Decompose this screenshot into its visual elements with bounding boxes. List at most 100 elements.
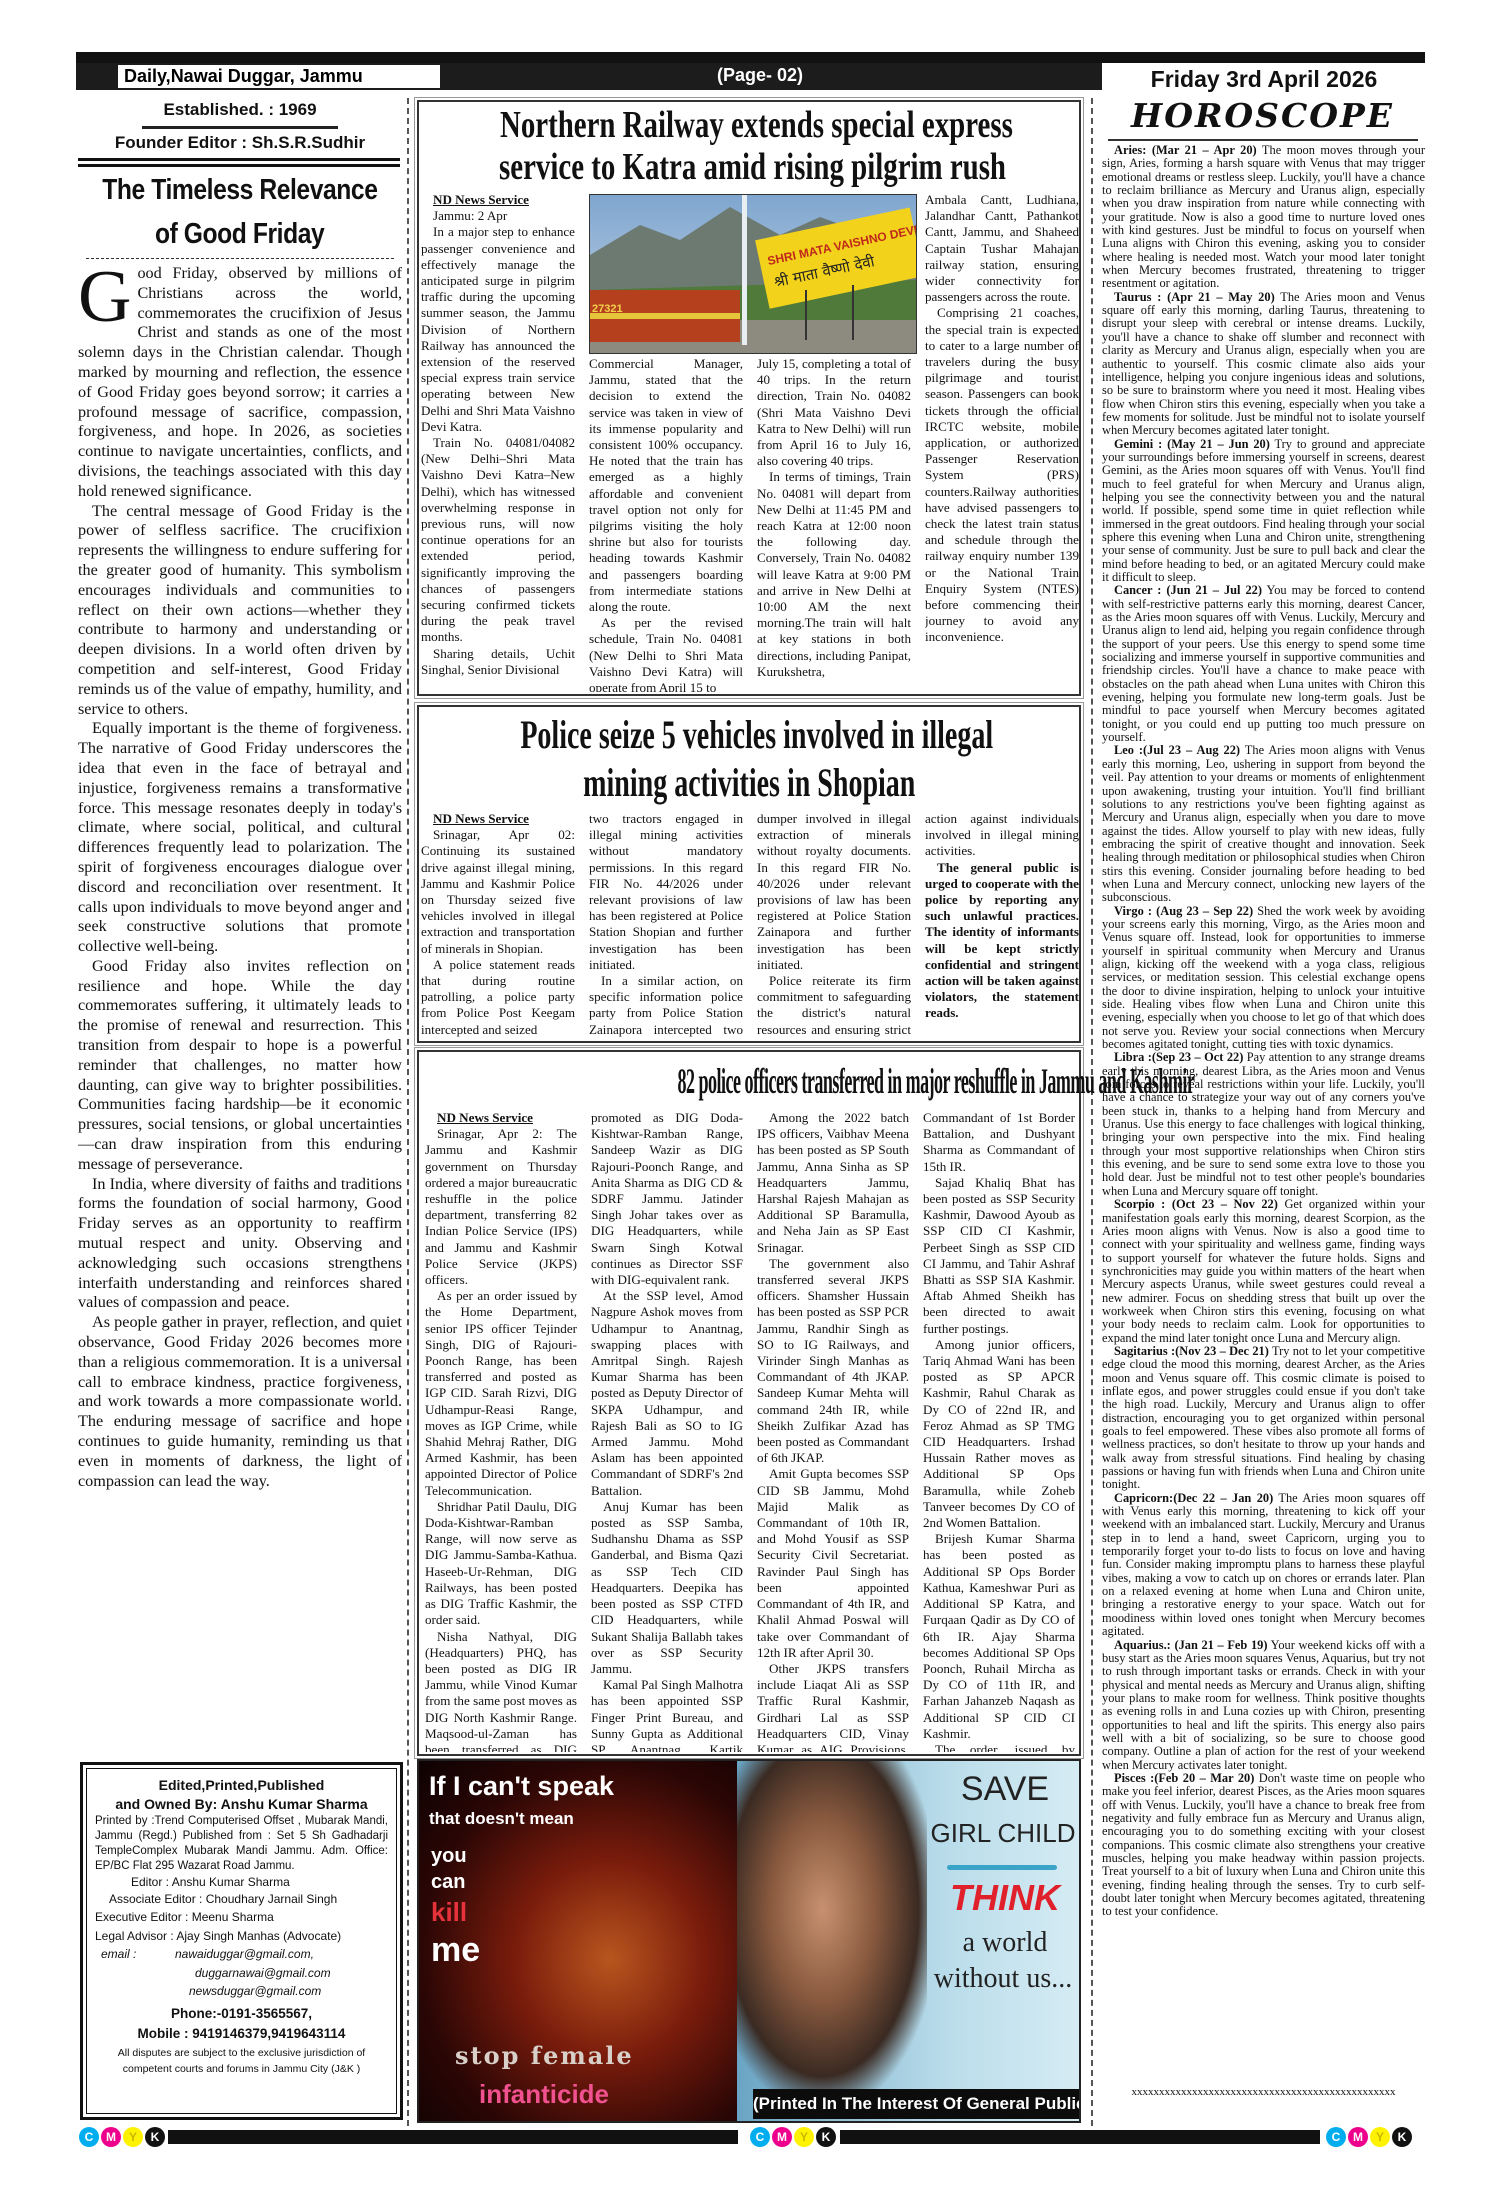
divider <box>1108 139 1418 141</box>
ad-text: me <box>431 1931 481 1969</box>
paragraph: In terms of timings, Train No. 04081 wil… <box>757 469 911 679</box>
paragraph: Among junior officers, Tariq Ahmad Wani … <box>923 1336 1075 1531</box>
public-service-advertisement: If I can't speak that doesn't mean you c… <box>417 1759 1081 2123</box>
paragraph: Kamal Pal Singh Malhotra has been appoin… <box>591 1677 743 1752</box>
black-mark: K <box>816 2127 836 2147</box>
imprint-published: Edited,Printed,Published <box>158 1777 325 1793</box>
established-year: Established. : 1969 <box>163 100 317 119</box>
train-station-image: 27321 SHRI MATA VAISHNO DEVI श्री माता व… <box>590 195 916 353</box>
paragraph: action against individuals involved in i… <box>925 811 1079 859</box>
imprint-phone: Phone:-0191-3565567, <box>170 2005 313 2021</box>
paragraph: The government also transferred several … <box>757 1255 909 1466</box>
paragraph: Good Friday also invites reflection on r… <box>78 956 402 1173</box>
zodiac-sign: Cancer : (Jun 21 – Jul 22) <box>1114 583 1262 598</box>
transfer-headline: 82 police officers transferred in major … <box>419 1058 1194 1104</box>
imprint-mobile: Mobile : 9419146379,9419643114 <box>137 2026 346 2041</box>
email-link[interactable]: newsduggar@gmail.com <box>189 1984 322 1998</box>
railway-headline-line2: service to Katra amid rising pilgrim rus… <box>499 146 1007 188</box>
paragraph: Anuj Kumar has been posted as SSP Samba,… <box>591 1498 743 1676</box>
horoscope-entry: Aries: (Mar 21 – Apr 20) The moon moves … <box>1102 144 1425 291</box>
horoscope-text: The Aries moon and Venus square off earl… <box>1102 289 1425 438</box>
ad-text: without us... <box>933 1963 1073 1994</box>
paragraph: promoted as DIG Doda-Kishtwar-Ramban Ran… <box>591 1110 743 1288</box>
ad-text: can <box>431 1871 466 1893</box>
zodiac-sign: Leo :(Jul 23 – Aug 22) <box>1114 743 1241 758</box>
email-label: email : <box>101 1947 137 1961</box>
magenta-mark: M <box>772 2127 792 2147</box>
horoscope-text: Don't waste time on people who make you … <box>1102 1770 1425 1919</box>
divider <box>78 158 400 161</box>
paragraph: Good Friday, observed by millions of Chr… <box>78 264 402 500</box>
magenta-mark: M <box>1348 2127 1368 2147</box>
police-headline-line1: Police seize 5 vehicles involved in ille… <box>520 712 994 757</box>
horoscope-entry: Capricorn:(Dec 22 – Jan 20) The Aries mo… <box>1102 1490 1425 1639</box>
railway-headline: Northern Railway extends special express… <box>419 104 1079 188</box>
infanticide-ad-panel: If I can't speak that doesn't mean you c… <box>419 1761 737 2121</box>
footer-rule <box>168 2130 738 2144</box>
issue-date: Friday 3rd April 2026 <box>1150 66 1378 92</box>
paragraph: Commandant of 1st Border Battalion, and … <box>923 1110 1075 1174</box>
horoscope-text: The Aries moon aligns with Venus early t… <box>1102 743 1425 905</box>
zodiac-sign: Libra :(Sep 23 – Oct 22) <box>1114 1050 1244 1065</box>
founder-editor: Founder Editor : Sh.S.R.Sudhir <box>114 133 366 152</box>
horoscope-entry: Taurus : (Apr 21 – May 20) The Aries moo… <box>1102 289 1425 438</box>
imprint-disputes: All disputes are subject to the exclusiv… <box>117 2046 366 2075</box>
ad-text: stop female <box>455 2041 634 2070</box>
police-body: ND News Service Srinagar, Apr 02: Contin… <box>421 811 1079 1039</box>
imprint-editor: Editor : Anshu Kumar Sharma <box>131 1875 290 1889</box>
paragraph: dumper involved in illegal extraction of… <box>757 811 911 972</box>
ad-footer: (Printed In The Interest Of General Publ… <box>753 2089 1079 2119</box>
horoscope-entry: Aquarius.: (Jan 21 – Feb 19) Your weeken… <box>1102 1638 1425 1772</box>
paragraph: As per the revised schedule, Train No. 0… <box>589 615 743 692</box>
transfer-headline-text: 82 police officers transferred in major … <box>677 1061 1195 1101</box>
horoscope-text: Try to ground and appreciate your surrou… <box>1102 436 1425 584</box>
zodiac-sign: Pisces :(Feb 20 – Mar 20) <box>1114 1770 1255 1785</box>
cyan-mark: C <box>750 2127 770 2147</box>
dateline: Jammu: 2 Apr <box>433 208 508 224</box>
editorial-headline-line1: The Timeless Relevance <box>102 174 378 206</box>
footer-rule <box>840 2130 1320 2144</box>
paragraph: Comprising 21 coaches, the special train… <box>925 305 1079 645</box>
paragraph: Commercial Manager, Jammu, stated that t… <box>589 356 743 615</box>
paragraph: The general public is urged to cooperate… <box>925 859 1079 1021</box>
paragraph: Amit Gupta becomes SSP CID SB Jammu, Moh… <box>757 1466 909 1660</box>
byline: ND News Service <box>433 192 529 207</box>
horoscope-text: The Aries moon squares off with Venus ea… <box>1102 1490 1425 1639</box>
byline: ND News Service <box>433 811 529 826</box>
transfer-body: ND News Service Srinagar, Apr 2: The Jam… <box>425 1110 1075 1752</box>
article-column: ND News Service Jammu: 2 Apr In a major … <box>421 192 575 692</box>
railway-body: ND News Service Jammu: 2 Apr In a major … <box>421 192 1079 692</box>
article-column: two tractors engaged in illegal mining a… <box>589 811 743 1039</box>
article-column: Commercial Manager, Jammu, stated that t… <box>589 192 743 692</box>
ad-text: kill <box>431 1897 468 1927</box>
article-police-mining: Police seize 5 vehicles involved in ille… <box>414 702 1084 1046</box>
horoscope-text: Get organized within your manifestation … <box>1102 1197 1425 1345</box>
locomotive-number: 27321 <box>592 303 623 315</box>
save-girl-child-panel: SAVE GIRL CHILD THINK a world without us… <box>737 1761 1079 2121</box>
article-column: Commandant of 1st Border Battalion, and … <box>923 1110 1075 1752</box>
imprint-owner: and Owned By: Anshu Kumar Sharma <box>115 1795 368 1812</box>
email-link[interactable]: duggarnawai@gmail.com <box>195 1965 331 1980</box>
ad-text: If I can't speak <box>429 1771 614 1801</box>
magenta-mark: M <box>101 2127 121 2147</box>
cyan-mark: C <box>79 2127 99 2147</box>
paragraph: As per an order issued by the Home Depar… <box>425 1288 577 1498</box>
divider <box>86 258 394 259</box>
horoscope-title: HOROSCOPE <box>1131 96 1394 135</box>
byline: ND News Service <box>437 1110 533 1125</box>
imprint-box: Edited,Printed,Published and Owned By: A… <box>80 1762 403 2120</box>
article-column: July 15, completing a total of 40 trips.… <box>757 192 911 692</box>
zodiac-sign: Capricorn:(Dec 22 – Jan 20) <box>1114 1490 1274 1505</box>
ad-text: a world <box>962 1927 1048 1958</box>
paragraph: Srinagar, Apr 2: The Jammu and Kashmir g… <box>425 1126 577 1288</box>
paragraph: In India, where diversity of faiths and … <box>78 1174 402 1312</box>
article-column: ND News Service Srinagar, Apr 02: Contin… <box>421 811 575 1039</box>
horoscope-text: Shed the work week by avoiding your scre… <box>1102 903 1425 1052</box>
paragraph: A police statement reads that during rou… <box>421 956 575 1037</box>
horoscope-entry: Leo :(Jul 23 – Aug 22) The Aries moon al… <box>1102 744 1425 904</box>
divider <box>142 126 338 129</box>
newspaper-name: Daily,Nawai Duggar, Jammu <box>118 65 440 88</box>
page-number: (Page- 02) <box>716 65 804 85</box>
article-column: promoted as DIG Doda-Kishtwar-Ramban Ran… <box>591 1110 743 1752</box>
email-link[interactable]: nawaiduggar@gmail.com, <box>175 1947 314 1961</box>
